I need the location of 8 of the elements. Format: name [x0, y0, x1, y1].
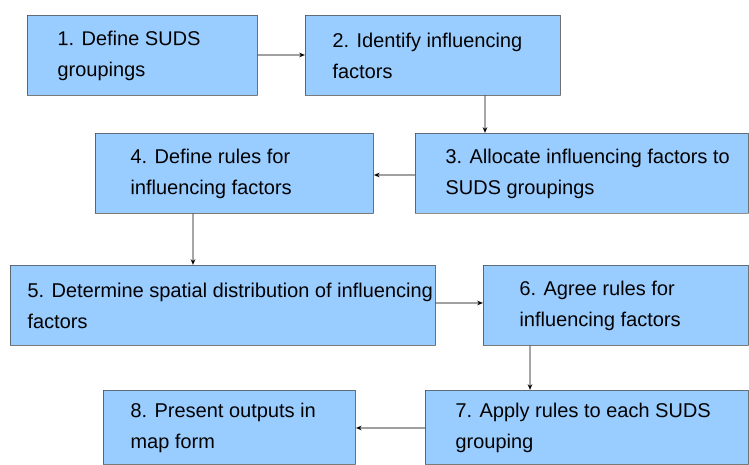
process-box: 8. Present outputs in map form: [103, 390, 356, 465]
process-box: 4. Define rules for influencing factors: [95, 133, 374, 214]
process-box: 2. Identify influencing factors: [305, 15, 561, 96]
process-box: 1. Define SUDS groupings: [27, 15, 258, 96]
process-box: 5. Determine spatial distribution of influencing factors: [10, 265, 436, 346]
process-box: 6. Agree rules for influencing factors: [483, 265, 749, 346]
process-box: 3. Allocate influencing factors to SUDS groupings: [415, 133, 749, 214]
process-box: 7. Apply rules to each SUDS grouping: [425, 390, 749, 465]
